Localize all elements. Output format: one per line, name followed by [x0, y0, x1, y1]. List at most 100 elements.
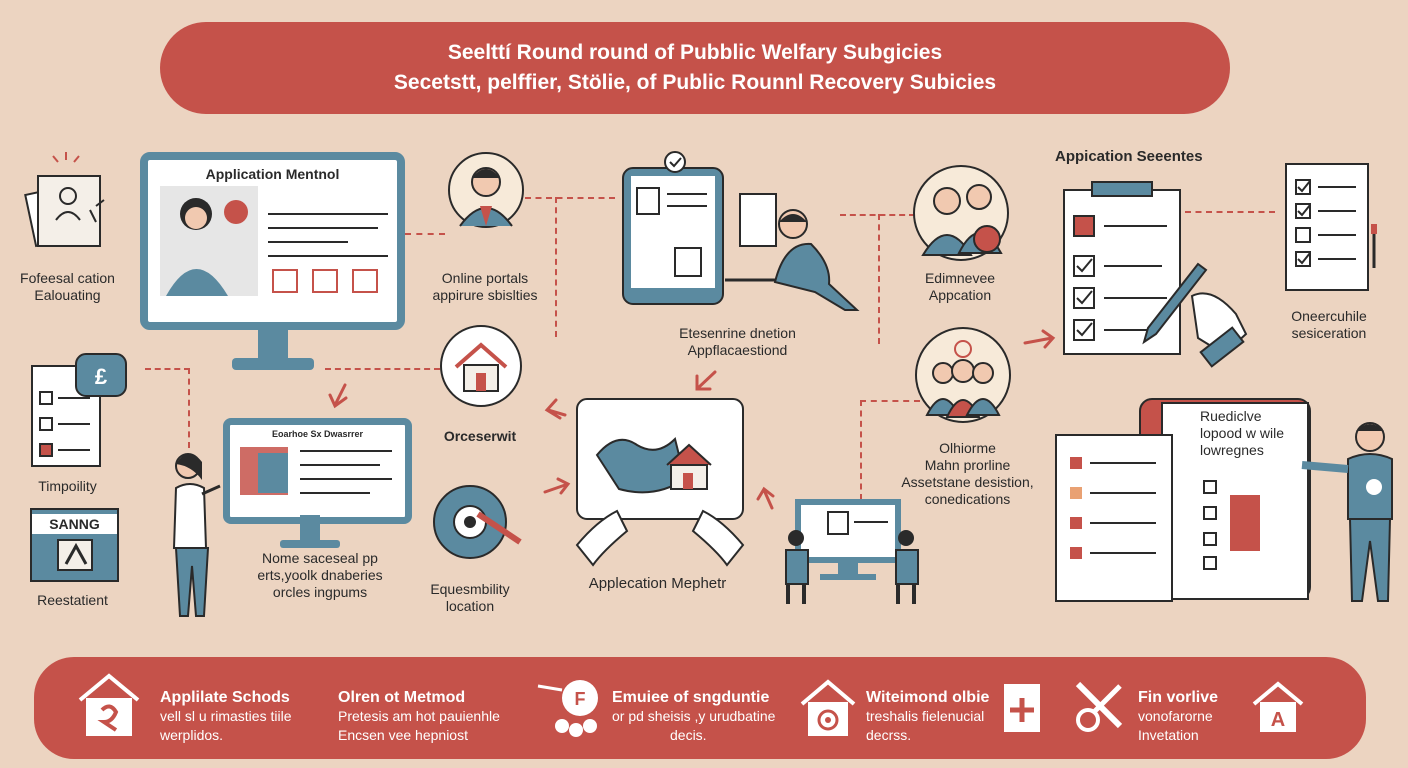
application-monitor: Application Mentnol: [140, 152, 405, 330]
label-nome: Nome saceseal pp erts,yoolk dnaberies or…: [235, 550, 405, 601]
house-icon: [78, 673, 140, 736]
label-equesmbility: Equesmbility location: [405, 581, 535, 615]
bottom-item-line: treshalis fielenucial: [866, 708, 985, 724]
document-icon: [24, 152, 105, 248]
bottom-item-5: Fin vorlive vonofarorne Invetation: [1138, 688, 1218, 745]
bottom-item-title: Olren ot Metmod: [338, 689, 466, 706]
couple-avatar: [913, 165, 1009, 261]
label-line: sesiceration: [1291, 325, 1367, 341]
label-line: Equesmbility: [430, 581, 510, 597]
screen-heading: Eoarhoe Sx Dwasrrer: [271, 429, 364, 439]
label-line: Mahn prorline: [924, 457, 1011, 473]
house-icon: [454, 342, 508, 392]
label-line: erts,yoolk dnaberies: [257, 567, 383, 583]
form-icon: £: [31, 353, 127, 467]
label-olhiorme: Olhiorme Mahn prorline Assetstane desist…: [880, 440, 1055, 508]
title-line-1: Seelttí Round round of Pubblic Welfary S…: [447, 41, 943, 64]
connector: [860, 400, 862, 500]
label-orceserwit: Orceserwit: [443, 428, 517, 444]
bottom-item-title: Fin vorlive: [1138, 689, 1219, 706]
person-avatar: [448, 152, 524, 228]
bottom-item-line: decrss.: [866, 727, 912, 743]
monitor-content: [160, 186, 388, 296]
bottom-item-4: Witeimond olbie treshalis fielenucial de…: [866, 688, 989, 745]
bottom-item-line: decis.: [670, 727, 707, 743]
label-reestatient: Reestatient: [37, 592, 108, 608]
label-line: appirure sbislties: [432, 287, 538, 303]
sanng-label: SANNG: [32, 514, 117, 534]
house-circle: [440, 325, 522, 407]
connector: [405, 233, 445, 235]
label-timpolity: Timpoility: [38, 478, 97, 494]
disc-target-icon: [433, 485, 522, 559]
app-seentes-heading: Appication Seeentes: [1055, 148, 1203, 165]
medical-plus-icon: [1004, 684, 1040, 732]
label-line: Fofeesal cation: [20, 270, 115, 286]
label-line: orcles ingpums: [272, 584, 368, 600]
label-onerchile: Oneercuhile sesiceration: [1270, 308, 1388, 342]
bottom-item-line: Pretesis am hot pauienhle: [338, 708, 500, 724]
svg-text:F: F: [575, 689, 586, 709]
label-line: Nome saceseal pp: [262, 550, 378, 566]
screen-base: [280, 540, 340, 548]
family-avatar: [915, 327, 1011, 423]
label-line: Appflacaestiond: [687, 342, 788, 358]
monitor-base: [232, 358, 314, 370]
house-a-icon: A: [1252, 681, 1304, 732]
bottom-item-title: Applilate Schods: [160, 689, 290, 706]
label-line: Assetstane desistion,: [901, 474, 1034, 490]
label-line: Ruediclve: [1200, 408, 1262, 424]
small-checklist-icon: [1285, 163, 1377, 291]
label-rueicive: Ruediclve lopood w wile lowregnes: [1200, 408, 1300, 459]
connector: [878, 214, 880, 344]
bottom-item-3: Emuiee of sngduntie or pd sheisis ,y uru…: [612, 688, 775, 745]
tools-icon: [1075, 681, 1123, 732]
svg-text:A: A: [1271, 709, 1285, 731]
label-line: lowregnes: [1200, 442, 1264, 458]
label-line: Appcation: [928, 287, 992, 303]
label-online-portals: Online portals appirure sbislties: [410, 270, 560, 304]
bottom-item-line: Encsen vee hepniost: [338, 727, 468, 743]
bottom-item-line: Invetation: [1138, 727, 1199, 743]
connector: [555, 197, 557, 337]
monitor-neck: [258, 330, 288, 362]
bottom-item-title: Witeimond olbie: [866, 689, 990, 706]
connector: [525, 197, 615, 199]
label-line: Olhiorme: [939, 440, 996, 456]
connector: [1185, 211, 1275, 213]
screen-stand: [300, 515, 320, 543]
bottom-item-2: Olren ot Metmod Pretesis am hot pauienhl…: [338, 688, 500, 745]
connector: [860, 400, 920, 402]
label-application-mephetr: Applecation Mephetr: [588, 575, 727, 592]
label-line: Edimnevee: [924, 270, 996, 286]
bottom-item-line: or pd sheisis ,y urudbatine: [612, 708, 776, 724]
building-icon: [57, 539, 93, 571]
team-at-computer: [785, 499, 919, 604]
screen-content: [240, 447, 392, 495]
title-banner: Seelttí Round round of Pubblic Welfary S…: [160, 22, 1230, 114]
connector: [840, 214, 915, 216]
label-line: Oneercuhile: [1291, 308, 1367, 324]
bottom-item-1: Applilate Schods vell sl u rimasties tii…: [160, 688, 291, 745]
bottom-item-title: Emuiee of sngduntie: [612, 689, 770, 706]
label-line: location: [445, 598, 495, 614]
label-line: Ealouating: [34, 287, 101, 303]
label-fofeesal: Fofeesal cation Ealouating: [5, 270, 130, 304]
bottom-bar: [34, 657, 1366, 759]
bottom-item-line: werplidos.: [160, 727, 224, 743]
house-target-icon: [800, 679, 856, 736]
scroll-checklist-man: [1055, 398, 1393, 602]
label-line: Online portals: [441, 270, 529, 286]
svg-text:£: £: [95, 364, 108, 389]
connector: [325, 368, 440, 370]
tablet-desk-illustration: [622, 151, 860, 311]
bottom-item-line: vonofarorne: [1138, 708, 1213, 724]
checklist-clipboard: [1063, 181, 1248, 368]
presentation-screen: Eoarhoe Sx Dwasrrer: [223, 418, 412, 524]
connector: [188, 368, 190, 448]
label-line: Etesenrine dnetion: [679, 325, 796, 341]
woman-presenting: [172, 453, 221, 617]
people-group-icon: F: [537, 680, 598, 737]
bottom-item-line: vell sl u rimasties tiile: [160, 708, 292, 724]
